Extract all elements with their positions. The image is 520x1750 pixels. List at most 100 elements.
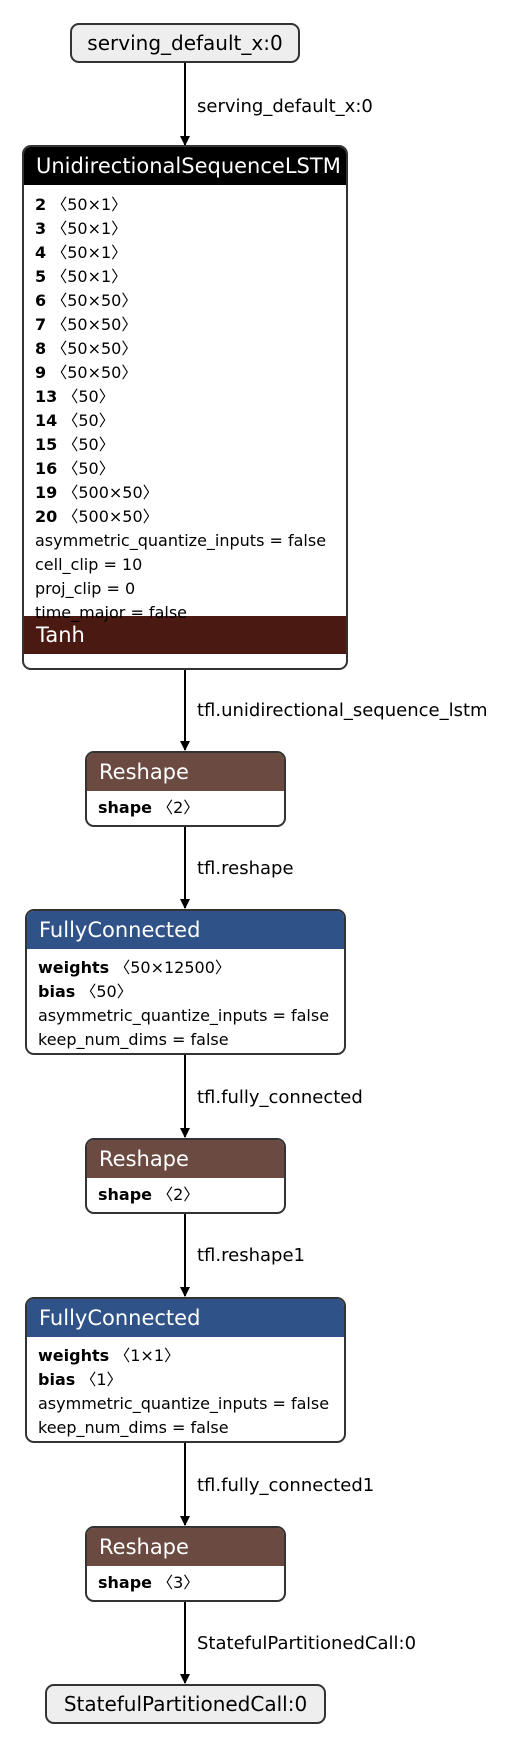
lstm-node[interactable]: UnidirectionalSequenceLSTM 2 〈50×1〉 3 〈5… [22,145,348,670]
input-shape: 〈50〉 [62,435,115,454]
input-name: weights [38,958,110,977]
input-name: 4 [35,243,47,262]
reshape-node-title: Reshape [87,1140,284,1178]
reshape-node-title: Reshape [87,1528,284,1566]
reshape-node-title: Reshape [87,753,284,791]
lstm-attribute: proj_clip = 0 [35,579,136,598]
input-shape: 〈500×50〉 [62,507,159,526]
fc-attribute: keep_num_dims = false [38,1418,229,1437]
lstm-attribute: cell_clip = 10 [35,555,143,574]
output-node-label: StatefulPartitionedCall:0 [63,1692,308,1716]
input-shape: 〈50×1〉 [51,195,128,214]
input-shape: 〈3〉 [157,1573,200,1592]
edge-label-4: tfl.reshape1 [197,1245,305,1266]
input-name: bias [38,982,76,1001]
input-name: 16 [35,459,58,478]
input-shape: 〈50×1〉 [51,267,128,286]
reshape-input-row: shape 〈3〉 [98,1571,274,1595]
edge-label-2: tfl.reshape [197,858,294,879]
lstm-input-row: 5 〈50×1〉 [35,265,336,289]
fully-connected-node-body: weights 〈50×12500〉 bias 〈50〉 asymmetric_… [27,949,344,1052]
lstm-input-row: 14 〈50〉 [35,409,336,433]
input-name: 6 [35,291,47,310]
input-name: 13 [35,387,58,406]
fully-connected-node-2[interactable]: FullyConnected weights 〈1×1〉 bias 〈1〉 as… [25,1297,346,1443]
input-shape: 〈2〉 [157,1185,200,1204]
lstm-input-row: 19 〈500×50〉 [35,481,336,505]
reshape-node-body: shape 〈3〉 [87,1566,284,1595]
input-node[interactable]: serving_default_x:0 [70,23,300,63]
fc-attribute: keep_num_dims = false [38,1030,229,1049]
fc-weights-row: weights 〈1×1〉 [38,1344,334,1368]
input-shape: 〈50×50〉 [51,363,138,382]
fc-attribute: asymmetric_quantize_inputs = false [38,1394,330,1413]
fc-bias-row: bias 〈50〉 [38,980,334,1004]
input-shape: 〈50〉 [62,459,115,478]
fully-connected-node-title: FullyConnected [27,911,344,949]
input-shape: 〈1〉 [80,1370,123,1389]
input-node-label: serving_default_x:0 [87,31,283,55]
lstm-input-row: 6 〈50×50〉 [35,289,336,313]
input-shape: 〈50〉 [80,982,133,1001]
input-shape: 〈50×12500〉 [114,958,231,977]
input-shape: 〈50〉 [62,411,115,430]
lstm-input-row: 3 〈50×1〉 [35,217,336,241]
input-name: 15 [35,435,58,454]
reshape-node-body: shape 〈2〉 [87,1178,284,1207]
lstm-node-body: 2 〈50×1〉 3 〈50×1〉 4 〈50×1〉 5 〈50×1〉 6 〈5… [24,185,346,622]
lstm-input-row: 13 〈50〉 [35,385,336,409]
fully-connected-node-title: FullyConnected [27,1299,344,1337]
input-name: weights [38,1346,110,1365]
input-name: 3 [35,219,47,238]
input-name: 19 [35,483,58,502]
lstm-input-row: 7 〈50×50〉 [35,313,336,337]
input-shape: 〈50×1〉 [51,219,128,238]
input-name: 8 [35,339,47,358]
reshape-node-2[interactable]: Reshape shape 〈2〉 [85,1138,286,1214]
input-shape: 〈1×1〉 [114,1346,181,1365]
input-name: shape [98,798,153,817]
lstm-activation: Tanh [24,616,346,654]
input-name: 5 [35,267,47,286]
input-name: shape [98,1573,153,1592]
input-shape: 〈2〉 [157,798,200,817]
input-shape: 〈50×50〉 [51,315,138,334]
input-shape: 〈50×50〉 [51,339,138,358]
fc-weights-row: weights 〈50×12500〉 [38,956,334,980]
input-shape: 〈500×50〉 [62,483,159,502]
lstm-node-title: UnidirectionalSequenceLSTM [24,147,346,185]
input-shape: 〈50×50〉 [51,291,138,310]
fc-attribute: asymmetric_quantize_inputs = false [38,1006,330,1025]
lstm-attribute: asymmetric_quantize_inputs = false [35,531,327,550]
edge-label-3: tfl.fully_connected [197,1087,363,1108]
input-name: shape [98,1185,153,1204]
input-shape: 〈50×1〉 [51,243,128,262]
lstm-input-row: 8 〈50×50〉 [35,337,336,361]
fully-connected-node-1[interactable]: FullyConnected weights 〈50×12500〉 bias 〈… [25,909,346,1055]
edge-label-5: tfl.fully_connected1 [197,1475,375,1496]
input-name: 20 [35,507,58,526]
lstm-input-row: 15 〈50〉 [35,433,336,457]
edge-label-6: StatefulPartitionedCall:0 [197,1633,417,1654]
reshape-node-1[interactable]: Reshape shape 〈2〉 [85,751,286,827]
edge-label-1: tfl.unidirectional_sequence_lstm [197,700,488,721]
fc-bias-row: bias 〈1〉 [38,1368,334,1392]
lstm-input-row: 4 〈50×1〉 [35,241,336,265]
edge-label-0: serving_default_x:0 [197,96,373,117]
lstm-input-row: 2 〈50×1〉 [35,193,336,217]
lstm-input-row: 9 〈50×50〉 [35,361,336,385]
reshape-node-body: shape 〈2〉 [87,791,284,820]
lstm-input-row: 16 〈50〉 [35,457,336,481]
reshape-input-row: shape 〈2〉 [98,1183,274,1207]
input-shape: 〈50〉 [62,387,115,406]
reshape-input-row: shape 〈2〉 [98,796,274,820]
fully-connected-node-body: weights 〈1×1〉 bias 〈1〉 asymmetric_quanti… [27,1337,344,1440]
output-node[interactable]: StatefulPartitionedCall:0 [45,1684,326,1724]
input-name: bias [38,1370,76,1389]
input-name: 2 [35,195,47,214]
lstm-input-row: 20 〈500×50〉 [35,505,336,529]
input-name: 9 [35,363,47,382]
input-name: 14 [35,411,58,430]
reshape-node-3[interactable]: Reshape shape 〈3〉 [85,1526,286,1602]
